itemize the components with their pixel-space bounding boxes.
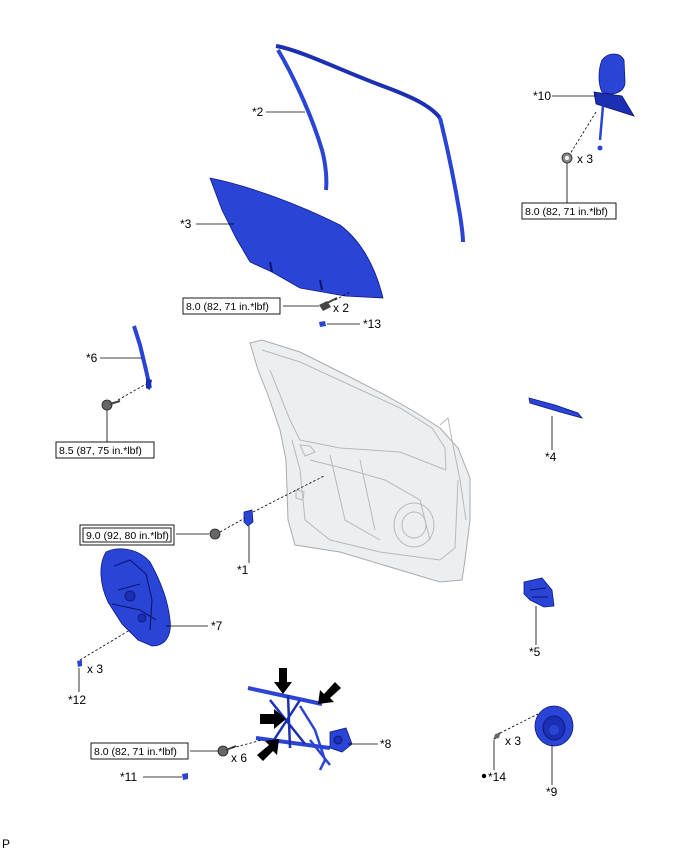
label-part-12: *12 bbox=[68, 693, 86, 707]
label-part-9: *9 bbox=[546, 785, 558, 799]
torque-box-hinge: 9.0 (92, 80 in.*lbf) bbox=[79, 524, 175, 546]
window-regulator bbox=[247, 686, 353, 771]
leader-lines bbox=[78, 95, 597, 785]
torque-box-regulator: 8.0 (82, 71 in.*lbf) bbox=[90, 742, 189, 760]
press-arrow-icon-2 bbox=[318, 682, 341, 704]
qty-speaker-screws: x 3 bbox=[505, 734, 521, 748]
speaker-screw-icon bbox=[493, 732, 501, 740]
front-door-speaker bbox=[534, 705, 574, 747]
label-part-14: *14 bbox=[488, 770, 506, 784]
rear-lower-sash bbox=[132, 325, 152, 390]
label-part-10: *10 bbox=[533, 89, 551, 103]
door-carrier-panel bbox=[100, 548, 171, 647]
label-part-4: *4 bbox=[545, 450, 557, 464]
qty-mirror-nuts: x 3 bbox=[577, 152, 593, 166]
outer-mirror bbox=[593, 53, 635, 151]
hinge-bracket bbox=[243, 509, 254, 527]
label-part-3: *3 bbox=[180, 217, 192, 231]
door-glass-run bbox=[275, 44, 465, 243]
qty-glass-bolts: x 2 bbox=[333, 301, 349, 315]
door-belt-moulding bbox=[528, 397, 584, 419]
door-panel bbox=[249, 339, 471, 583]
svg-text:8.5 (87, 75 in.*lbf): 8.5 (87, 75 in.*lbf) bbox=[59, 445, 142, 457]
press-arrow-icon-1 bbox=[274, 668, 292, 694]
label-part-6: *6 bbox=[86, 351, 98, 365]
torque-box-glass: 8.0 (82, 71 in.*lbf) bbox=[182, 297, 281, 315]
label-part-11: *11 bbox=[120, 770, 137, 784]
door-glass bbox=[209, 177, 384, 299]
sash-bolt-icon bbox=[101, 399, 121, 411]
svg-text:8.0 (82, 71 in.*lbf): 8.0 (82, 71 in.*lbf) bbox=[525, 206, 608, 218]
svg-text:9.0 (92, 80 in.*lbf): 9.0 (92, 80 in.*lbf) bbox=[86, 530, 169, 542]
svg-text:8.0 (82, 71 in.*lbf): 8.0 (82, 71 in.*lbf) bbox=[94, 746, 177, 758]
door-lock bbox=[523, 577, 555, 608]
mirror-nut-icon bbox=[561, 152, 573, 164]
svg-text:8.0 (82, 71 in.*lbf): 8.0 (82, 71 in.*lbf) bbox=[186, 301, 269, 313]
label-part-1: *1 bbox=[237, 563, 249, 577]
label-part-5: *5 bbox=[529, 645, 541, 659]
torque-box-sash: 8.5 (87, 75 in.*lbf) bbox=[55, 441, 155, 459]
press-arrow-icon-3 bbox=[260, 709, 286, 729]
hinge-nut-icon bbox=[209, 528, 221, 540]
clip-13-icon bbox=[319, 321, 326, 327]
label-part-7: *7 bbox=[211, 619, 223, 633]
qty-regulator-bolts: x 6 bbox=[231, 751, 247, 765]
diagram-id: P bbox=[2, 837, 10, 851]
dot-14-icon bbox=[481, 773, 487, 779]
torque-box-mirror: 8.0 (82, 71 in.*lbf) bbox=[521, 202, 617, 220]
label-part-2: *2 bbox=[252, 105, 264, 119]
label-part-13: *13 bbox=[363, 317, 381, 331]
press-arrow-icon-4 bbox=[257, 739, 279, 761]
qty-carrier-clips: x 3 bbox=[87, 662, 103, 676]
clip-12-icon bbox=[77, 660, 82, 667]
clip-11-icon bbox=[182, 773, 188, 780]
glass-bolt-icon bbox=[319, 297, 338, 311]
label-part-8: *8 bbox=[380, 737, 392, 751]
